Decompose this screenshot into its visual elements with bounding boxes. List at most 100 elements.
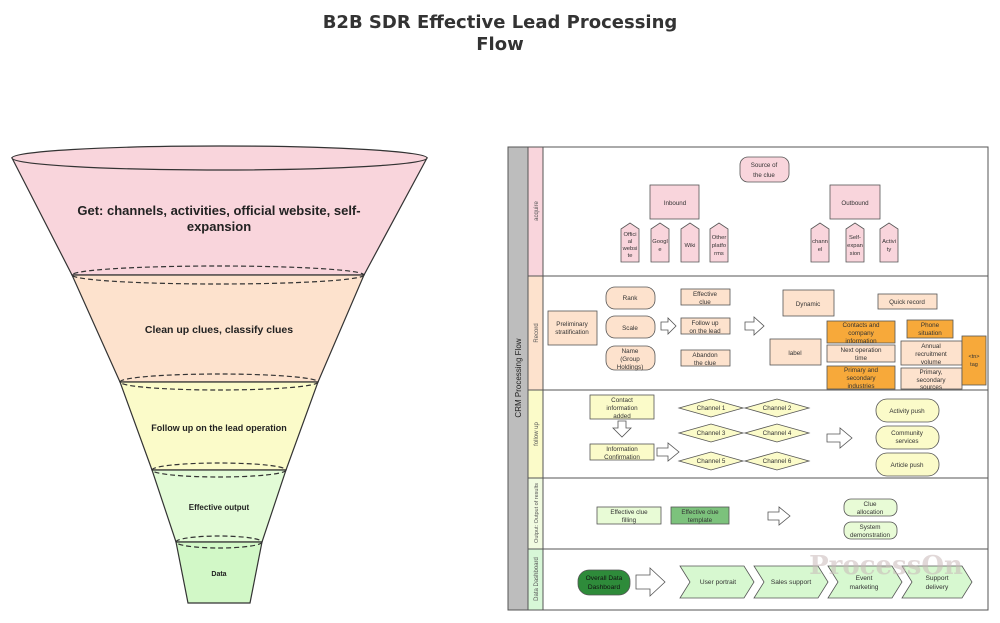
node-google bbox=[650, 222, 670, 263]
node-channel bbox=[810, 222, 830, 263]
svg-text:situation: situation bbox=[918, 330, 942, 337]
node-channel-4 bbox=[743, 423, 811, 443]
node-tn-tag bbox=[961, 335, 987, 386]
svg-text:Article push: Article push bbox=[891, 462, 924, 469]
svg-text:Source of: Source of bbox=[751, 162, 778, 169]
title-line-2: Flow bbox=[476, 34, 524, 55]
svg-text:Contact: Contact bbox=[611, 397, 633, 404]
node-community-services bbox=[875, 425, 940, 450]
arrow-followup-2 bbox=[826, 427, 853, 449]
funnel-divider-4 bbox=[175, 535, 263, 549]
svg-text:Channel 2: Channel 2 bbox=[763, 405, 792, 412]
svg-text:e: e bbox=[658, 247, 661, 253]
lane-output: Effective clue filling Effective clue te… bbox=[596, 498, 898, 540]
svg-text:Outbound: Outbound bbox=[841, 200, 869, 207]
node-follow-up-lead bbox=[680, 317, 731, 335]
node-clue-allocation bbox=[843, 498, 898, 517]
svg-text:services: services bbox=[895, 438, 918, 445]
svg-text:Channel 3: Channel 3 bbox=[697, 430, 726, 437]
node-article-push bbox=[875, 452, 940, 477]
svg-text:information: information bbox=[606, 405, 638, 412]
node-contacts-company bbox=[826, 320, 896, 344]
funnel-divider-1 bbox=[71, 265, 365, 285]
svg-text:<tn>: <tn> bbox=[968, 354, 979, 360]
svg-text:clue: clue bbox=[699, 299, 711, 306]
svg-text:User portrait: User portrait bbox=[700, 579, 736, 586]
node-overall-dashboard bbox=[577, 569, 631, 596]
node-primary-industries bbox=[826, 365, 896, 390]
svg-text:Overall Data: Overall Data bbox=[586, 575, 623, 582]
node-system-demonstration bbox=[843, 521, 898, 540]
svg-text:Channel 5: Channel 5 bbox=[697, 458, 726, 465]
funnel-rim bbox=[11, 145, 428, 171]
node-label bbox=[769, 338, 822, 366]
svg-text:Channel 1: Channel 1 bbox=[697, 405, 726, 412]
svg-text:Channel 6: Channel 6 bbox=[763, 458, 792, 465]
svg-text:ty: ty bbox=[887, 247, 892, 253]
svg-text:industries: industries bbox=[848, 383, 875, 390]
node-effective-clue-filling bbox=[596, 506, 662, 525]
arrow-followup-1 bbox=[656, 442, 680, 462]
arrow-output-1 bbox=[767, 506, 791, 526]
svg-text:company: company bbox=[848, 330, 874, 337]
svg-text:Other: Other bbox=[712, 235, 727, 241]
svg-text:tag: tag bbox=[970, 362, 978, 368]
svg-text:Primary,: Primary, bbox=[920, 369, 943, 376]
node-preliminary-stratification bbox=[547, 310, 598, 346]
svg-text:sion: sion bbox=[850, 251, 861, 257]
svg-text:platfo: platfo bbox=[712, 243, 726, 249]
node-info-confirmation bbox=[589, 443, 655, 461]
svg-text:Activity push: Activity push bbox=[889, 408, 925, 415]
svg-text:marketing: marketing bbox=[850, 584, 879, 591]
svg-text:Dynamic: Dynamic bbox=[796, 301, 821, 308]
funnel-labels: Get: channels, activities, official webs… bbox=[77, 203, 360, 578]
svg-text:Effective: Effective bbox=[693, 291, 718, 298]
arrow-record-2 bbox=[744, 316, 765, 336]
lane-label-output: Output: Output of results bbox=[534, 483, 540, 543]
node-annual-recruitment bbox=[900, 340, 963, 366]
funnel-label-3: Follow up on the lead operation bbox=[151, 423, 287, 433]
funnel-stage-5 bbox=[175, 541, 263, 604]
lane-label-record: Record bbox=[534, 323, 540, 342]
svg-text:el: el bbox=[818, 247, 823, 253]
lane-label-dashboard: Data Dashboard bbox=[534, 557, 540, 601]
svg-text:Phone: Phone bbox=[921, 322, 940, 329]
node-event-marketing bbox=[827, 565, 903, 599]
svg-text:te: te bbox=[628, 253, 633, 259]
svg-text:Clue: Clue bbox=[864, 501, 877, 508]
lane-label-followup: follow up bbox=[534, 422, 540, 446]
svg-text:Inbound: Inbound bbox=[664, 200, 687, 207]
node-wiki bbox=[680, 222, 700, 263]
svg-text:Abandon: Abandon bbox=[692, 352, 718, 359]
arrow-down-followup bbox=[612, 420, 632, 438]
svg-text:websi: websi bbox=[622, 246, 638, 252]
node-other-platforms bbox=[709, 222, 729, 263]
node-rank bbox=[605, 286, 656, 310]
pool-title: CRM Processing Flow bbox=[514, 338, 523, 417]
node-effective-clue bbox=[680, 288, 731, 306]
svg-text:recruitment: recruitment bbox=[915, 351, 947, 358]
svg-text:rms: rms bbox=[714, 251, 724, 257]
svg-text:Next operation: Next operation bbox=[841, 347, 882, 354]
svg-text:Primary and: Primary and bbox=[844, 367, 878, 374]
lane-dashboard: Overall Data Dashboard User portrait Sal… bbox=[577, 565, 973, 599]
svg-text:stratification: stratification bbox=[555, 329, 589, 336]
svg-text:demonstration: demonstration bbox=[850, 532, 890, 539]
funnel-label-4: Effective output bbox=[189, 503, 250, 512]
svg-text:delivery: delivery bbox=[926, 584, 949, 591]
node-channel-3 bbox=[677, 423, 745, 443]
svg-text:al: al bbox=[628, 239, 633, 245]
svg-text:Effective clue: Effective clue bbox=[681, 509, 719, 516]
node-channel-5 bbox=[677, 451, 745, 471]
svg-text:Holdings): Holdings) bbox=[617, 364, 644, 371]
node-effective-clue-template bbox=[670, 506, 730, 525]
svg-text:Effective clue: Effective clue bbox=[610, 509, 648, 516]
node-channel-1 bbox=[677, 398, 745, 418]
svg-text:Self-: Self- bbox=[849, 235, 861, 241]
svg-text:template: template bbox=[688, 517, 713, 524]
node-source-of-clue bbox=[739, 156, 790, 183]
svg-text:Event: Event bbox=[856, 575, 873, 582]
svg-text:Scale: Scale bbox=[622, 325, 638, 332]
funnel-label-1a: Get: channels, activities, official webs… bbox=[77, 203, 360, 218]
